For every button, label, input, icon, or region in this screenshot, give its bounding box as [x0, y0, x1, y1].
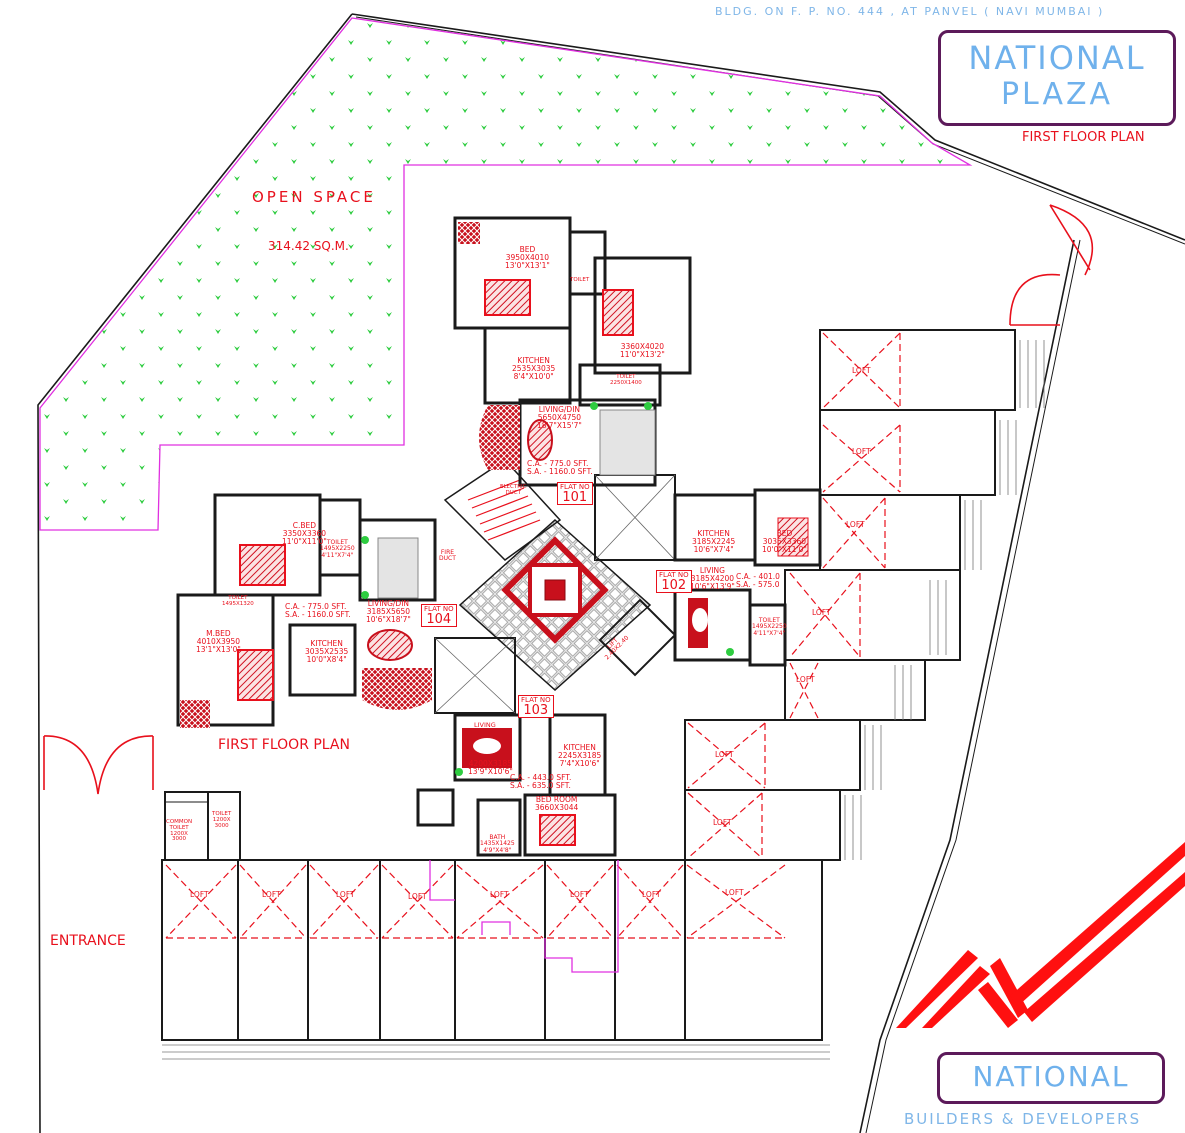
loft-label: LOFT: [190, 890, 209, 899]
loft-label: LOFT: [336, 890, 355, 899]
loft-label: LOFT: [846, 520, 865, 529]
room-label-toilet: TOILET: [570, 277, 590, 283]
open-space-area: 314.42 SQ.M.: [268, 239, 349, 253]
loft-label: LOFT: [570, 890, 589, 899]
room-label-living: LIVING: [474, 721, 496, 729]
project-title-line2: PLAZA: [1000, 77, 1114, 112]
loft-label: LOFT: [642, 890, 661, 899]
area-label: C.A. - 775.0 SFT.S.A. - 1160.0 SFT.: [527, 459, 593, 476]
entrance-gate: [43, 735, 154, 795]
project-title-frame: NATIONAL PLAZA: [938, 30, 1176, 126]
shop-row-right: [684, 329, 1016, 861]
loft-label: LOFT: [852, 447, 871, 456]
loft-markers-right: [687, 332, 901, 859]
flat-102-walls: [673, 488, 822, 667]
boundary-jog: [429, 860, 619, 973]
site-note: BLDG. ON F. P. NO. 444 , AT PANVEL ( NAV…: [715, 5, 1105, 18]
plan-caption: FIRST FLOOR PLAN: [218, 737, 350, 753]
developer-brand-frame: NATIONAL: [937, 1052, 1165, 1104]
loft-label: LOFT: [796, 675, 815, 684]
sheet-title: FIRST FLOOR PLAN: [1022, 130, 1145, 145]
developer-tagline: BUILDERS & DEVELOPERS: [904, 1110, 1142, 1128]
flat-102-furniture: [688, 517, 809, 656]
loft-label: LOFT: [262, 890, 281, 899]
loft-label: LOFT: [725, 888, 744, 897]
central-core: [434, 459, 677, 714]
developer-brand-name: NATIONAL: [972, 1060, 1130, 1093]
flat-103-walls: [416, 713, 617, 857]
project-title-line1: NATIONAL: [968, 39, 1146, 77]
area-label: C.A. - 775.0 SFT.S.A. - 1160.0 SFT.: [285, 602, 351, 619]
loft-label: LOFT: [715, 750, 734, 759]
loft-label: LOFT: [408, 892, 427, 901]
developer-logo-mark: [896, 842, 1185, 1028]
common-toilets: [164, 791, 241, 861]
flat-101-walls: [453, 216, 692, 487]
flat-101-furniture: [458, 222, 652, 470]
steps-right: [844, 340, 1045, 860]
entrance-label: ENTRANCE: [50, 933, 126, 949]
side-gate: [1009, 204, 1094, 326]
loft-markers-bottom: [165, 864, 786, 939]
loft-label: LOFT: [812, 608, 831, 617]
open-space-label: OPEN SPACE: [252, 188, 376, 206]
loft-label: LOFT: [852, 366, 871, 375]
loft-label: LOFT: [490, 890, 509, 899]
open-space-area: [39, 17, 973, 531]
area-label: C.A. - 443.0 SFT.S.A. - 635.0 SFT.: [510, 773, 572, 790]
flat-104-furniture: [180, 536, 432, 728]
loft-label: LOFT: [713, 818, 732, 827]
flat-103-furniture: [455, 728, 576, 846]
